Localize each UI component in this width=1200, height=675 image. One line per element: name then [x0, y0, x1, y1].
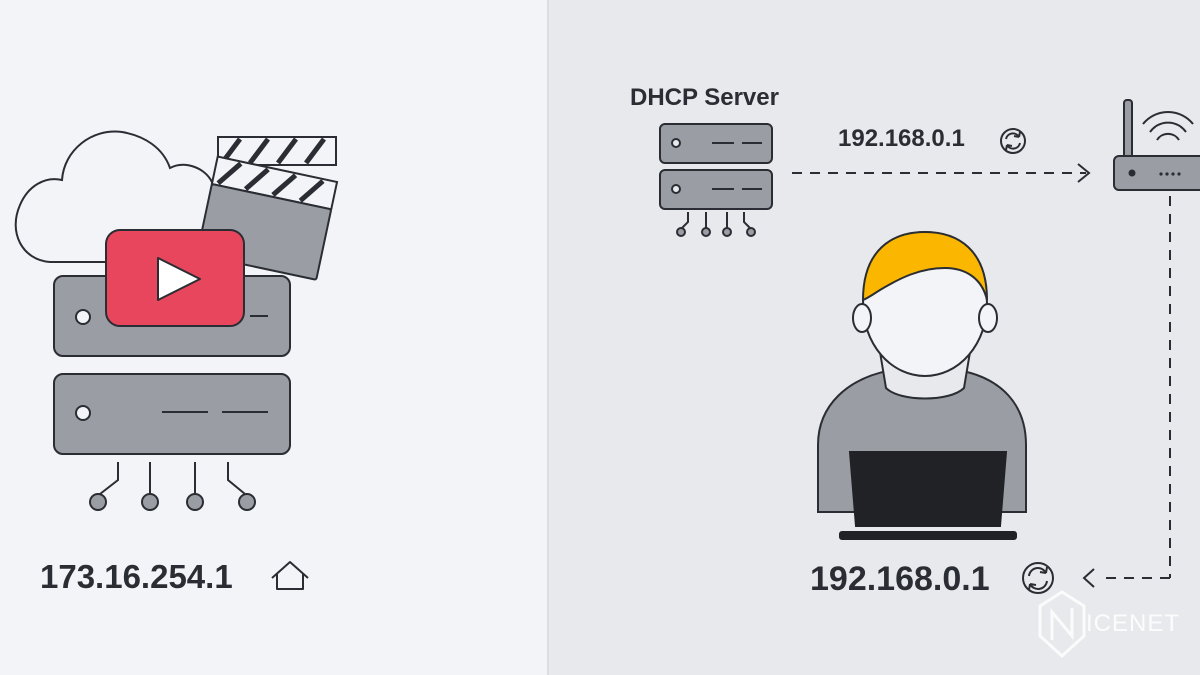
client-refresh-icon	[1022, 562, 1054, 594]
server-to-router-link	[792, 163, 1091, 183]
video-play-icon	[105, 229, 245, 327]
assigned-ip-address: 192.168.0.1	[838, 125, 965, 152]
laptop-base	[839, 531, 1017, 540]
router-to-client-link	[1082, 196, 1171, 588]
home-icon	[271, 561, 309, 590]
laptop-screen	[848, 451, 1008, 527]
user-hair	[861, 230, 988, 302]
server-unit-bottom	[53, 373, 291, 455]
clapperboard-icon	[196, 136, 339, 281]
watermark-text: ICENET	[1086, 610, 1181, 637]
icenet-logo-icon	[1038, 590, 1086, 659]
user-laptop-icon	[817, 230, 1027, 540]
public-ip-address: 173.16.254.1	[40, 558, 233, 595]
wifi-router-icon	[1113, 99, 1200, 191]
dhcp-server-icon	[659, 123, 773, 237]
dhcp-server-title: DHCP Server	[630, 84, 779, 111]
user-ear-left	[852, 303, 872, 333]
user-ear-right	[978, 303, 998, 333]
dhcp-refresh-icon	[1000, 128, 1026, 154]
client-ip-address: 192.168.0.1	[810, 560, 990, 598]
